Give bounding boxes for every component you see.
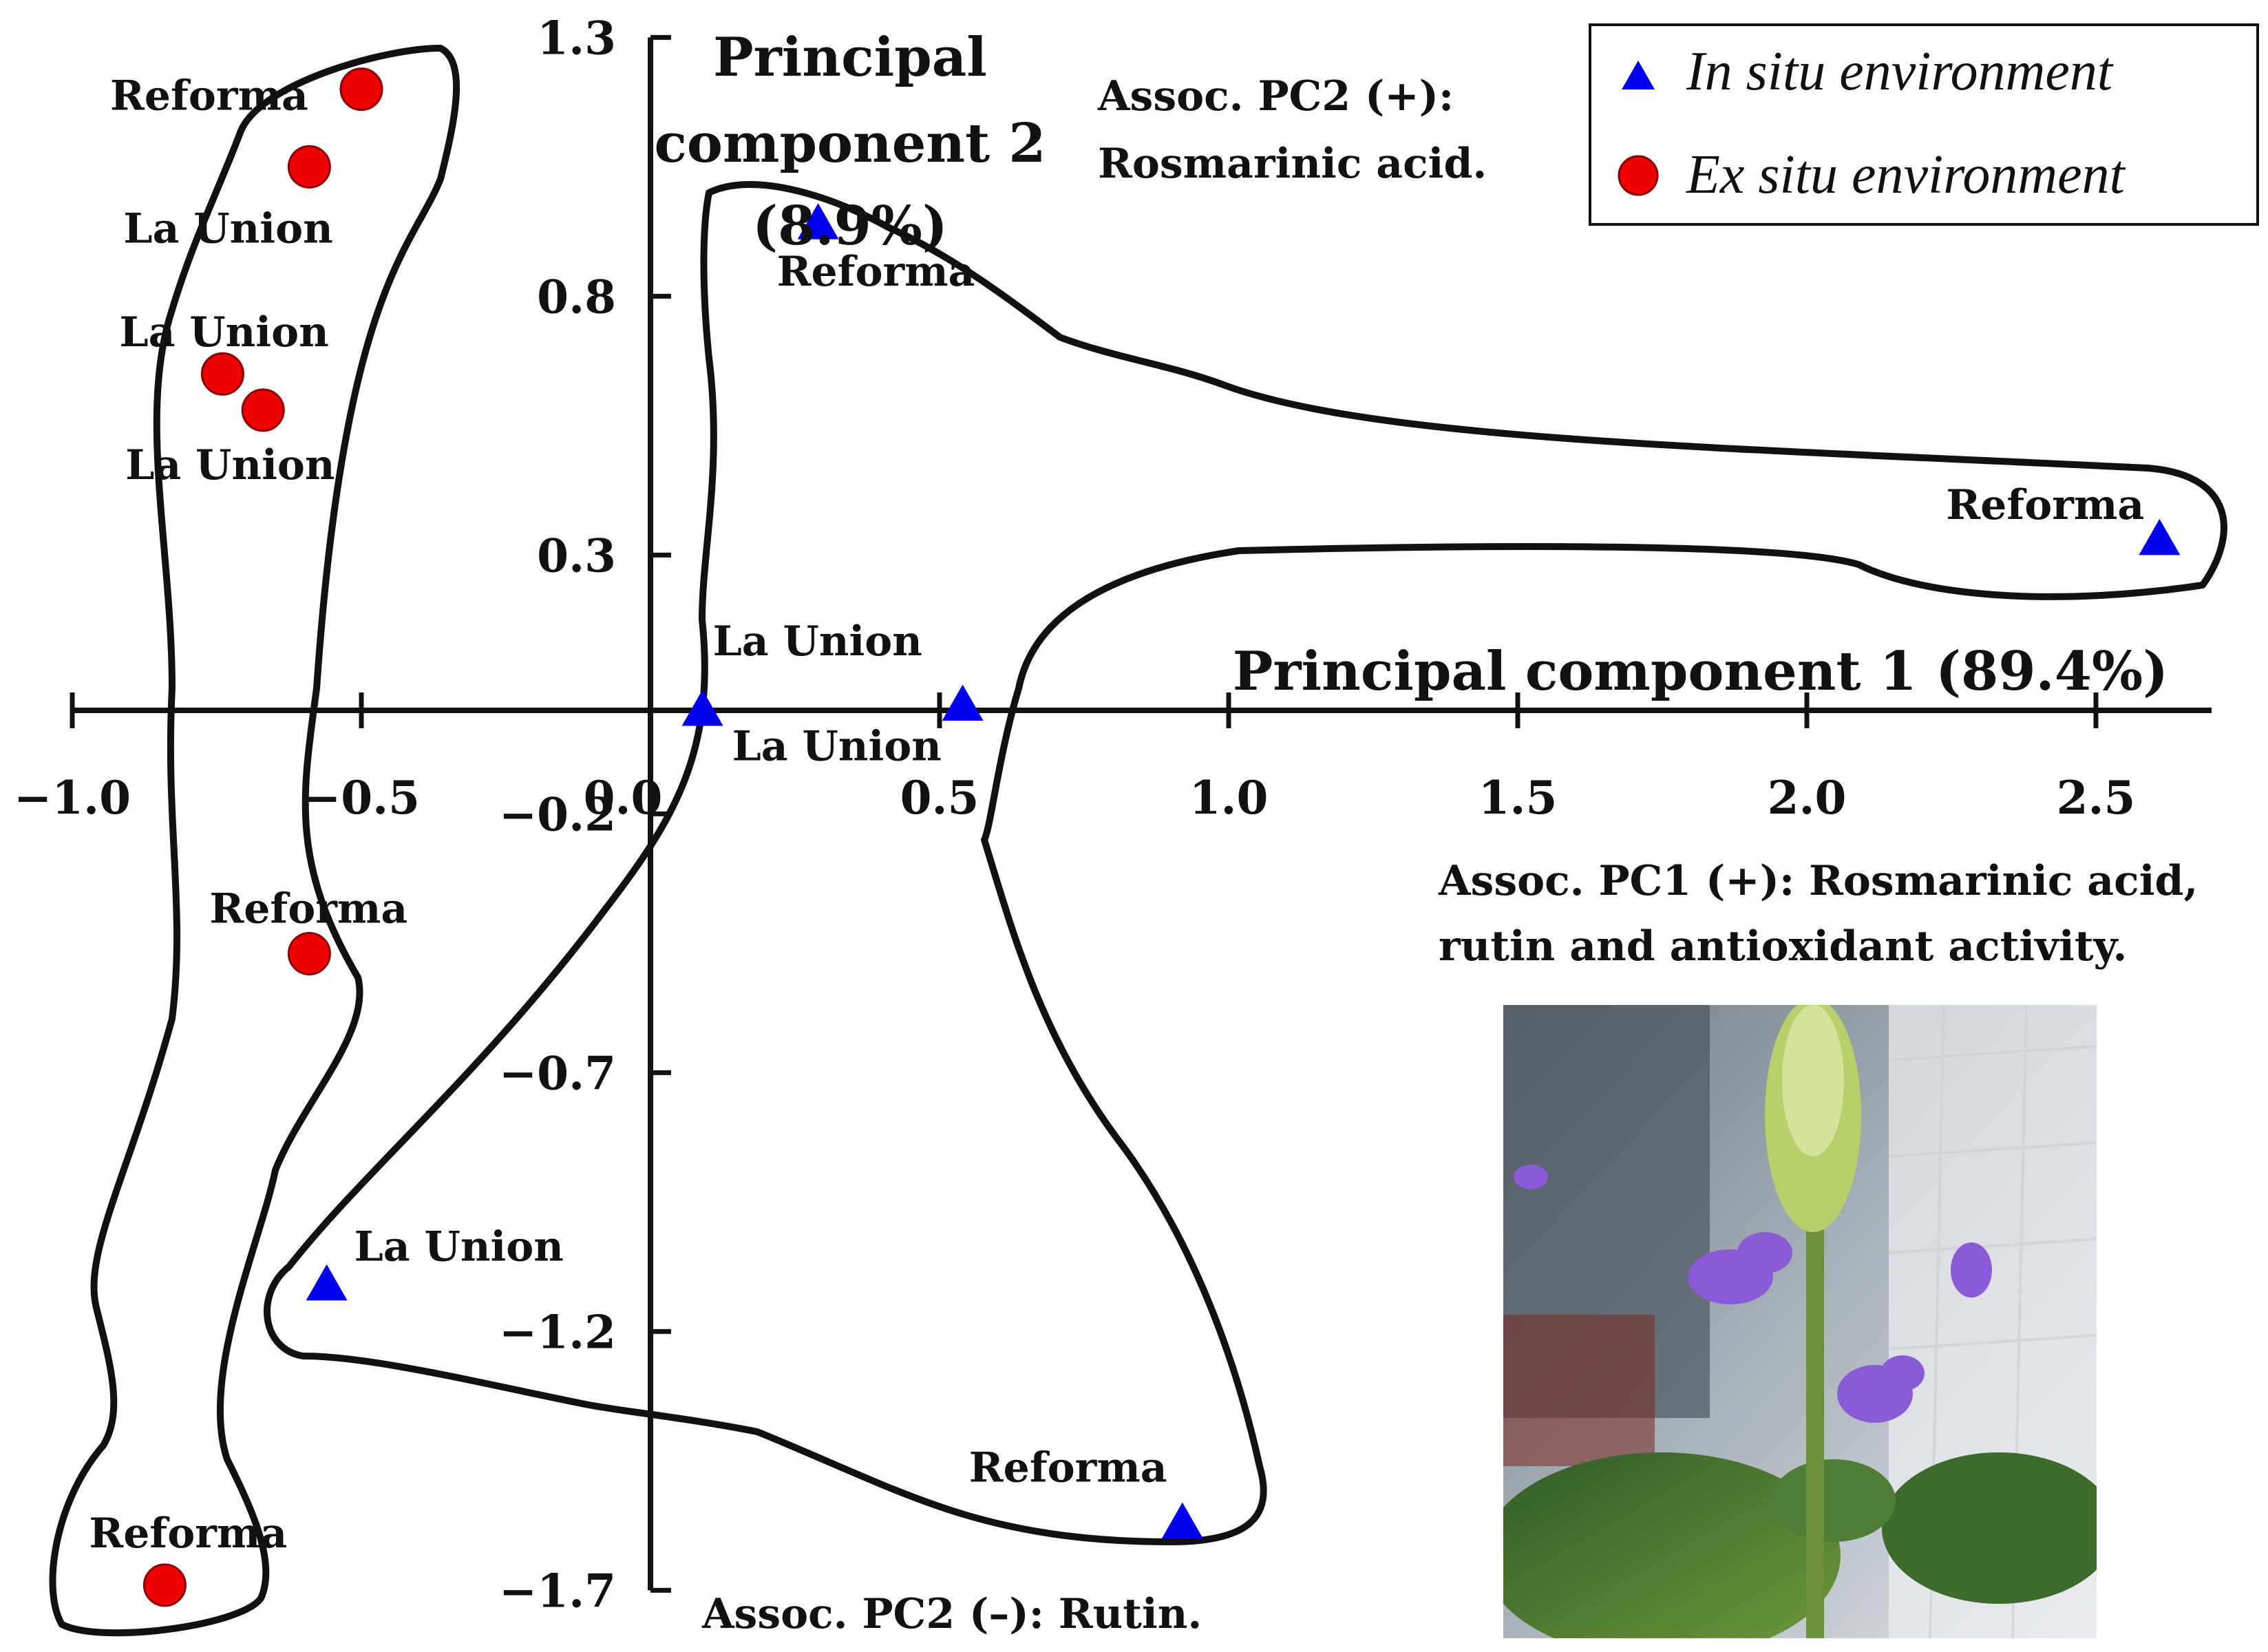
annotation-pc1-positive: rutin and antioxidant activity. [1439, 922, 2127, 971]
ex-situ-point [339, 67, 383, 112]
envelope-ex-situ [49, 45, 460, 1637]
in-situ-point-label: Reforma [1946, 481, 2144, 529]
in-situ-point-label: La Union [713, 617, 922, 666]
ex-situ-point-label: La Union [119, 308, 328, 357]
annotation-pc1-positive: Assoc. PC1 (+): Rosmarinic acid, [1438, 857, 2198, 905]
annotation-pc2-positive: Assoc. PC2 (+): [1097, 72, 1454, 120]
in-situ-point [2139, 518, 2181, 555]
in-situ-point [942, 684, 984, 721]
legend-label-in-situ: In situ environment [1686, 41, 2114, 102]
y-tick-label: 0.3 [537, 529, 616, 582]
y-axis-title: Principal [713, 26, 987, 89]
x-axis-title: Principal component 1 (89.4%) [1233, 640, 2168, 703]
y-axis-title: component 2 [654, 112, 1046, 175]
y-tick-label: −0.7 [499, 1046, 616, 1100]
envelope-in-situ [264, 181, 2227, 1545]
flowers [1514, 1165, 1992, 1423]
annotation-pc2-positive: Rosmarinic acid. [1098, 140, 1487, 188]
x-tick-label: 1.5 [1479, 771, 1558, 825]
ex-situ-point-label: La Union [123, 204, 332, 253]
data-points [142, 67, 2181, 1607]
plant-photo [1503, 1005, 2097, 1638]
leaf [1882, 1452, 2097, 1604]
ex-situ-point [287, 145, 331, 189]
ex-situ-point-label: Reforma [89, 1510, 287, 1558]
in-situ-point [1161, 1502, 1203, 1539]
axes [70, 34, 2212, 1593]
y-tick-label: −0.2 [499, 787, 616, 841]
in-situ-point-label: Reforma [969, 1444, 1167, 1492]
legend-triangle-icon [1622, 61, 1655, 89]
legend-box [1589, 23, 2259, 226]
y-tick-label: 0.8 [537, 270, 616, 324]
in-situ-point [797, 203, 839, 240]
x-tick-label: −1.0 [14, 771, 131, 825]
in-situ-point-label: La Union [354, 1223, 564, 1271]
x-tick-label: −0.5 [303, 771, 420, 825]
leaf [1772, 1459, 1896, 1542]
in-situ-point-label: Reforma [777, 248, 975, 296]
y-tick-label: −1.7 [499, 1564, 616, 1618]
legend-label-ex-situ: Ex situ environment [1686, 145, 2126, 205]
chart-text: −1.0 −0.5 0.0 0.5 1.0 1.5 2.0 2.5 1.3 0.8 0.3 −0.2 −… [14, 11, 2198, 1638]
in-situ-point [306, 1264, 348, 1301]
group-envelopes [49, 45, 2227, 1637]
ex-situ-point [200, 352, 244, 396]
legend-circle-icon [1618, 155, 1659, 196]
ex-situ-point-label: Reforma [110, 72, 308, 120]
in-situ-point [681, 690, 723, 726]
x-tick-label: 0.0 [584, 771, 663, 825]
leaf [1503, 1452, 1841, 1638]
ex-situ-point [287, 931, 331, 975]
y-axis-title: (8.9%) [752, 195, 948, 257]
annotation-pc2-negative: Assoc. PC2 (–): Rutin. [701, 1590, 1202, 1638]
ex-situ-point [241, 388, 285, 432]
plant-stem [1806, 1156, 1824, 1638]
x-tick-label: 2.5 [2057, 771, 2136, 825]
y-tick-label: 1.3 [537, 11, 616, 65]
ex-situ-point-label: La Union [125, 441, 335, 489]
ex-situ-point [142, 1563, 187, 1607]
y-tick-label: −1.2 [499, 1305, 616, 1359]
in-situ-point-label: La Union [732, 722, 942, 770]
ex-situ-point-label: Reforma [209, 885, 407, 933]
x-tick-label: 2.0 [1768, 771, 1847, 825]
legend: In situ environment Ex situ environment [1589, 23, 2259, 226]
x-tick-label: 0.5 [900, 771, 979, 825]
x-tick-label: 1.0 [1189, 771, 1269, 825]
